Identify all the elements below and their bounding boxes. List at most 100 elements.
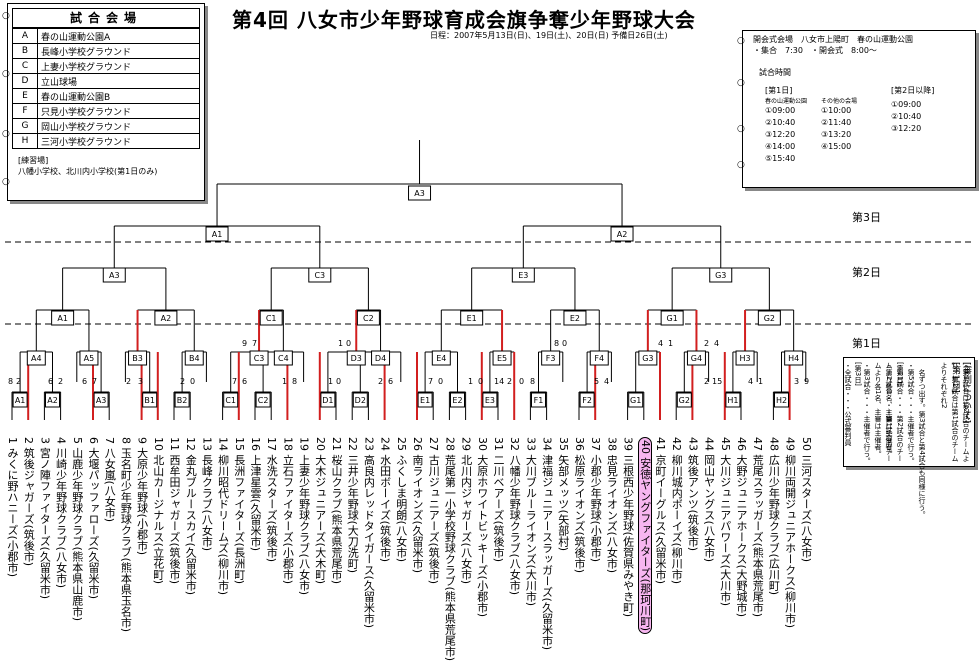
team-name: 30 大原ホワイトビッキーズ(小郡市) [475,437,489,618]
game-label: A3 [96,396,107,405]
game-label-box [308,267,332,283]
team-name: 18 立石ファイターズ(小郡市) [281,437,295,585]
game-label-box [346,350,366,366]
ceremony-time: ・集合 7:30 ・開会式 8:00～ [753,46,877,55]
game-label: E2 [570,314,580,323]
score-label: 2 [378,377,383,386]
game-label-box [255,392,271,408]
rules-line: ・第5試合・・・主催者で行う。 [907,362,915,465]
score-label: 0 [478,377,483,386]
game-label-box [774,392,789,408]
ring-icon: ○ [2,129,10,139]
game-label: C4 [278,354,289,363]
score-label: 6 [82,377,87,386]
ring-icon: ○ [2,11,10,21]
game-label: F1 [534,396,544,405]
team-name: 22 三井少年野球(大刀洗町) [346,437,360,574]
score-label: 7 [232,377,237,386]
rules-line: ・第1試合は第2試合のチームより、第2試合は第1試合のチームよりそれぞれ2 [940,362,970,462]
ring-icon: ○ [2,69,10,79]
rules-line: 名ずつ出す。第3試合と第4試合も同様に行う。 [918,362,926,518]
game-label: G2 [679,396,690,405]
score-label: 3 [794,377,799,386]
venue-name: 三河小学校グラウンド [37,133,200,149]
rules-line: [第1日] [950,362,960,393]
score-label: 0 [562,339,567,348]
team-name: 48 広川少年野球クラブ(広川町) [767,437,781,596]
team-name: 27 古川ジュニアーズ(筑後市) [427,437,441,585]
rules-line: [審判について] [961,362,971,424]
team-name: 40 安徳ヤングファイターズ(那珂川町) [637,437,652,635]
times-heading: 試合時間 [759,68,791,77]
team-name: 39 三根西少年野球(佐賀県みやき町) [621,437,635,618]
game-label: A3 [109,271,120,280]
team-name: 31 二川ベアーズ(筑後市) [492,437,505,563]
time-slot: ①09:00 [891,100,922,109]
game-label: F2 [582,396,592,405]
day3-label: 第3日 [852,211,881,224]
game-label-box [259,310,283,326]
score-label: 4 [748,377,753,386]
game-label: H2 [776,396,787,405]
game-label-box [205,226,229,242]
game-label-box [492,350,512,366]
game-label-box [589,350,609,366]
game-label: C3 [254,354,265,363]
game-label: A1 [15,396,26,405]
game-label: E2 [452,396,462,405]
ring-icon: ○ [737,36,745,46]
game-label: C1 [266,314,277,323]
day1-label: 第1日 [852,337,881,350]
team-name: 10 北山カージナルス(立花町) [151,437,165,585]
practice-label: [練習場] [18,156,49,165]
score-label: 1 [282,377,287,386]
game-label: G3 [715,271,726,280]
score-label: 6 [48,377,53,386]
game-label-box [102,267,126,283]
game-label: D3 [351,354,362,363]
game-label: A2 [161,314,172,323]
rules-line: ・第3試合・・・主催者で行う。 [863,362,871,465]
score-label: 7 [428,377,433,386]
time-slot: ②10:40 [891,112,922,121]
score-label: 2 [58,377,63,386]
game-label: F3 [546,354,556,363]
team-name: 42 柳川城内ボーイズ(柳川市) [670,437,684,585]
team-name: 50 三河スターズ(八女市) [799,437,813,563]
game-label-box [757,310,781,326]
game-label-box [676,392,692,408]
game-label: G4 [691,354,702,363]
score-label: 0 [190,377,195,386]
page-title: 第4回 八女市少年野球育成会旗争奪少年野球大会 [232,8,696,32]
team-name: 15 長洲ファイターズ(長洲町) [232,437,246,585]
game-label: A1 [57,314,68,323]
game-label-box [610,226,634,242]
score-label: 9 [242,339,247,348]
score-label: 6 [242,377,247,386]
game-label: C2 [363,314,374,323]
day1-sub2: その他の会場 [821,98,858,105]
ring-icon: ○ [737,124,745,134]
bracket-lines [11,140,807,420]
team-name: 34 津福ジュニアースラッガーズ(久留米市) [540,437,554,651]
game-label-box [541,350,561,366]
rules-line: ・全試合・・・公式審判員 [844,362,852,446]
game-label: G2 [764,314,775,323]
game-label-box [142,392,158,408]
day1-label: [第1日] [765,86,793,95]
game-label-box [273,350,293,366]
game-label: D1 [322,396,333,405]
game-label-box [531,392,546,408]
game-label-box [45,392,60,408]
game-label-box [660,310,684,326]
team-name: 44 岡山ヤングス(八女市) [702,437,716,563]
score-label: 1 [468,377,473,386]
game-label: E5 [497,354,507,363]
score-label: 2 [180,377,185,386]
game-label-box [709,267,733,283]
game-label-box [563,310,587,326]
